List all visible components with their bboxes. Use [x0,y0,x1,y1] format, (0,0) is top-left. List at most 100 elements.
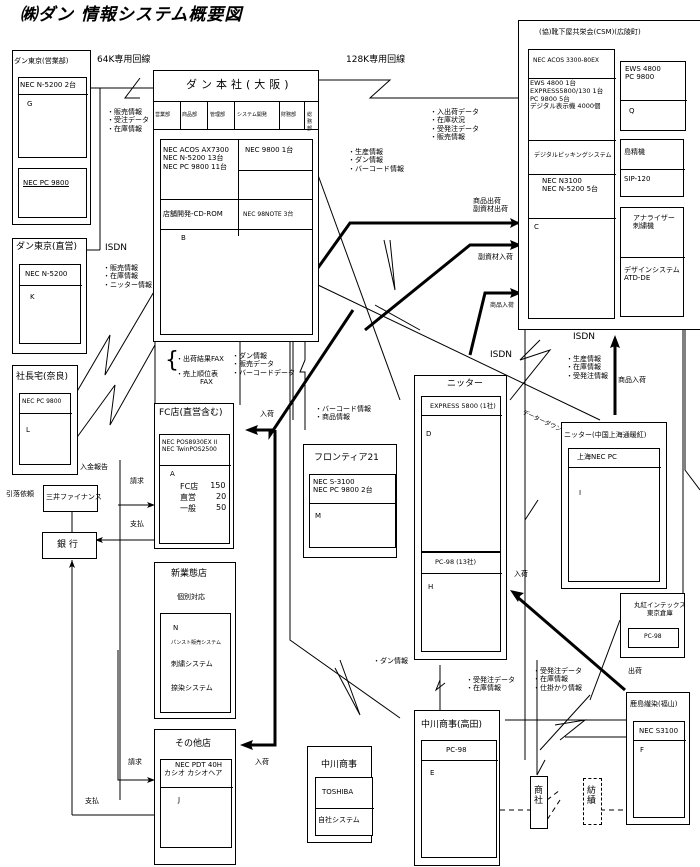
nitter-china-system: 上海NEC PC [577,453,617,461]
nakagawa-system: TOSHIBA [322,788,354,796]
hq-note: NEC 98NOTE 3台 [243,211,294,218]
withdraw-request-label: 引落依頼 [6,490,34,498]
tokyo-direct-system: NEC N-5200 [25,270,68,278]
line-128k [318,79,520,99]
nitter-label-d: D [426,430,432,438]
tokyo-sales-system: NEC N-5200 2台 [20,81,77,89]
tokyo-sales-label: G [27,100,33,108]
marubeni-title: 丸紅インテックス東京倉庫 [634,601,686,617]
new-store-label: N [173,624,179,632]
arrow-fc [245,425,258,435]
hq-system-right: NEC 9800 1台 [245,146,294,154]
hq-csm-flow: ・入出荷データ・在庫状況・受発注データ・販売情報 [430,108,479,142]
line-goods-in [468,291,520,356]
tokyo-direct-label: K [30,293,35,301]
csm-label-c: C [534,223,539,231]
frontier-title: フロンティア21 [314,453,379,463]
line-materials-in [364,243,520,332]
president-home-system-box: NEC PC 9800 L [19,393,72,465]
tokyo-sales-box: ダン東京(営業部) NEC N-5200 2台 G NEC PC 9800 [12,50,91,225]
dept-system-dev: システム開発 [235,101,280,129]
brace-icon: { [165,348,179,373]
nitter-china-system-box: 上海NEC PC I [568,448,661,582]
csm-knit-box: 島精機 SIP-120 [620,139,685,197]
spinning-label: 紡績 [587,786,597,806]
tokyo-direct-title: ダン東京(直営) [16,242,78,252]
kashima-title: 鹿島繊染(福山) [630,700,678,708]
arrow-other [240,740,253,750]
csm-knit: 島精機 [624,148,645,156]
bank-label: 銀 行 [57,540,78,550]
other-store-label: J [178,796,181,804]
page-title: ㈱ダン 情報システム概要図 [20,5,243,25]
frontier-flow: ・バーコード情報・商品情報 [315,405,371,422]
nitter-china-title: ニッター(中国上海通暖紅) [564,431,647,439]
csm-box: (協)靴下屋共栄会(CSM)(広陵町) NEC ACOS 3300-80EX E… [518,20,700,330]
nitter-label-h: H [428,583,434,591]
bank-box: 銀 行 [42,532,97,559]
order-data-1: ・受発注データ・在庫情報 [466,676,515,693]
fc-store-title: FC店(直営含む) [159,408,223,418]
isdn-label-3: ISDN [573,332,596,342]
president-home-label: L [26,426,30,434]
materials-in-label: 副資材入荷 [478,253,513,261]
line-64k-label: 64K専用回線 [97,55,151,65]
csm-host: NEC ACOS 3300-80EX [533,57,599,64]
nitter-china-label: I [579,489,582,497]
hq-store-dev: 店舗開発-CD-ROM [163,210,223,218]
payment-label: 支払 [130,520,144,528]
isdn-label-1: ISDN [105,243,128,253]
ship-label: 出荷 [628,667,642,675]
trading-box: 商社 [530,776,548,829]
dept-product: 商品部 [181,101,208,129]
dept-general: 総務部 [307,112,313,132]
fc-store-label: A [170,470,175,478]
tokyo-direct-box: ダン東京(直営) NEC N-5200 K [12,238,87,354]
dan-info-label: ・ダン情報 [373,657,408,665]
dept-finance: 財務部 [280,101,305,129]
csm-analyzer: アナライザー刺繍機 [633,214,675,231]
goods-ship-flow: 商品出荷副資材出荷 [473,197,508,214]
nakagawa-takada-system-box: PC-98 E [421,740,498,858]
hq-title: ダン本社(大阪) [186,78,293,91]
tokyo-sales-system-box: NEC N-5200 2台 G [18,77,88,158]
other-store-title: その他店 [175,739,212,749]
mitsui-finance-box: 三井ファイナンス [43,485,102,512]
nakagawa-takada-label: E [430,769,435,777]
dept-sales: 営業部 [154,101,181,129]
nitter-pc-box: PC-98 (13社) H [421,552,502,652]
billing-label-2: 請求 [128,758,142,766]
nitter-china-box: ニッター(中国上海通暖紅) 上海NEC PC I [561,422,667,589]
marubeni-system-box: PC-98 [628,628,679,648]
nakagawa-title: 中川商事 [321,760,358,770]
line-128k-label: 128K専用回線 [346,55,406,65]
president-home-title: 社長宅(奈良) [16,372,69,382]
hq-box: ダン本社(大阪) 営業部 商品部 管理部 システム開発 財務部 総務部 NEC … [153,70,319,342]
nakagawa-sub: 自社システム [318,816,360,824]
trading-label: 商社 [534,786,544,806]
president-home-box: 社長宅(奈良) NEC PC 9800 L [12,365,78,475]
new-store-box: 新業態店 個別対応 N パンスト販売システム 刺繍システム 捺染システム [154,562,236,719]
order-data-2: ・受発注データ・在庫情報・仕掛かり情報 [533,667,582,692]
kashima-label: F [640,746,645,754]
frontier-label: M [315,512,322,520]
nitter-express-box: EXPRESS 5800 (1社) D [421,396,502,552]
arrival-label-3: 入荷 [514,570,528,578]
